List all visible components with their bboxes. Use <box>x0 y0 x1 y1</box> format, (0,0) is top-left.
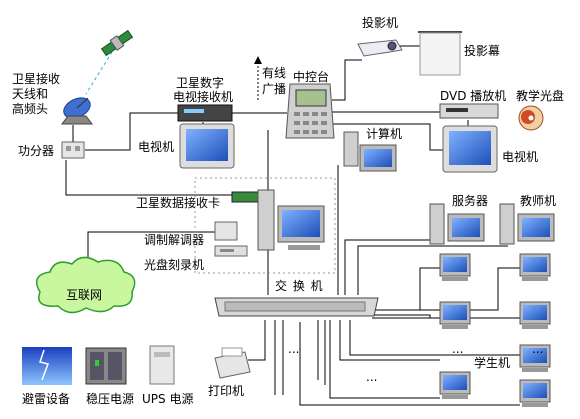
label-tv-right: 电视机 <box>502 150 539 164</box>
main-pc-icon <box>257 189 325 251</box>
dots-students-1: ... <box>452 342 464 356</box>
projector-icon <box>357 39 403 57</box>
label-regulator: 稳压电源 <box>86 392 135 406</box>
student-pc-icon <box>519 344 551 372</box>
label-sat-tv-receiver-1: 卫星数字 <box>176 76 225 90</box>
central-control-icon <box>285 83 335 139</box>
student-pc-icon <box>519 301 551 329</box>
label-sat-tv-receiver-2: 电视接收机 <box>173 90 234 104</box>
voltage-regulator-icon <box>85 347 127 385</box>
student-pc-icon <box>439 301 471 329</box>
projection-screen-icon <box>418 31 462 76</box>
satellite-icon <box>100 29 134 57</box>
student-pc-icon <box>519 379 551 407</box>
splitter-icon <box>61 141 85 159</box>
network-switch-icon <box>214 297 379 317</box>
label-central-control: 中控台 <box>293 70 330 84</box>
label-teaching-disc: 教学光盘 <box>516 89 565 103</box>
label-wired-broadcast-1: 有线 <box>262 66 287 80</box>
label-tv-left: 电视机 <box>138 140 175 154</box>
label-splitter: 功分器 <box>18 144 55 158</box>
student-pc-icon <box>519 253 551 281</box>
teaching-disc-icon <box>518 105 544 131</box>
server-icon <box>429 203 485 245</box>
tv-left-icon <box>179 123 235 169</box>
satellite-tv-receiver-icon <box>177 104 233 122</box>
printer-icon <box>214 347 251 379</box>
lightning-protection-icon <box>22 347 72 385</box>
label-sat-data-card: 卫星数据接收卡 <box>136 196 221 210</box>
label-satellite-receive: 卫星接收 <box>12 72 61 86</box>
dots-students-2: ... <box>532 342 544 356</box>
computer-icon <box>343 131 397 172</box>
label-dvd-player: DVD 播放机 <box>440 89 507 103</box>
label-printer: 打印机 <box>208 384 245 398</box>
student-pc-icon <box>439 253 471 281</box>
connection-lines <box>65 45 520 406</box>
equipment-group-box <box>194 177 336 274</box>
internet-cloud-icon <box>35 256 136 314</box>
label-lnb: 高频头 <box>12 102 49 116</box>
label-switch: 交 换 机 <box>275 279 324 293</box>
up-arrow-icon <box>254 56 262 64</box>
label-modem: 调制解调器 <box>144 233 205 247</box>
label-ups: UPS 电源 <box>142 392 194 406</box>
label-wired-broadcast-2: 广播 <box>262 82 287 96</box>
label-internet: 互联网 <box>66 288 103 302</box>
satellite-dish-icon <box>61 97 93 125</box>
dots-switch: ... <box>288 342 300 356</box>
dots-lower: ... <box>366 370 378 384</box>
label-teacher: 教师机 <box>520 194 557 208</box>
label-antenna-and: 天线和 <box>12 87 49 101</box>
dvd-player-icon <box>439 103 499 119</box>
label-projector: 投影机 <box>362 16 399 30</box>
teacher-pc-icon <box>499 203 555 245</box>
student-pc-icon <box>439 371 471 399</box>
label-student: 学生机 <box>474 356 511 370</box>
label-computer: 计算机 <box>366 127 403 141</box>
label-lightning: 避雷设备 <box>22 392 71 406</box>
disc-burner-icon <box>214 245 248 257</box>
label-server: 服务器 <box>452 194 489 208</box>
tv-right-icon <box>442 125 498 173</box>
modem-icon <box>214 221 238 241</box>
ups-icon <box>149 345 175 385</box>
label-projection-screen: 投影幕 <box>464 44 501 58</box>
label-disc-burner: 光盘刻录机 <box>144 258 205 272</box>
